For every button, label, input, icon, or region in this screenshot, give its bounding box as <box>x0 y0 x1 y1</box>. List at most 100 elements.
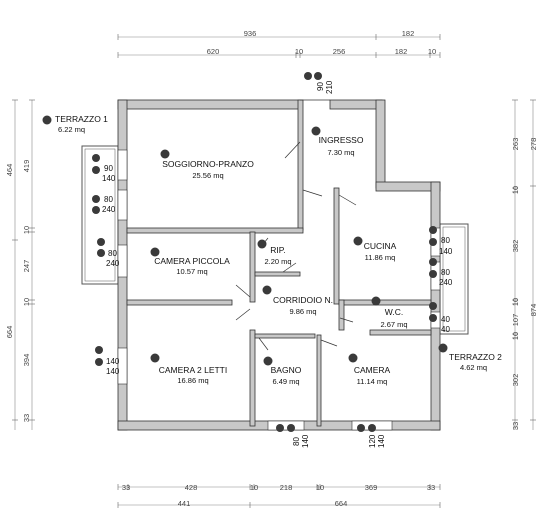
marker-window <box>287 424 295 432</box>
window-label-cucina-2-h: 240 <box>439 278 453 287</box>
marker-window <box>304 72 312 80</box>
dim-right-inner-3: 382 <box>511 240 520 253</box>
room-area-camera: 11.14 mq <box>357 377 388 386</box>
marker-window <box>92 195 100 203</box>
room-name-cucina: CUCINA <box>364 241 397 251</box>
dim-left-inner-6: 33 <box>22 414 31 422</box>
marker-ingresso <box>311 126 321 136</box>
marker-window <box>92 154 100 162</box>
dim-right-inner-4: 10 <box>511 298 520 306</box>
marker-window <box>92 206 100 214</box>
window-label-soggiorno-2-w: 80 <box>104 195 113 204</box>
dim-bottom-seg-3: 10 <box>250 483 258 492</box>
dim-bottom-total-2: 664 <box>335 499 348 508</box>
marker-window <box>429 302 437 310</box>
room-name-soggiorno: SOGGIORNO-PRANZO <box>162 159 254 169</box>
window-label-wc-w: 40 <box>441 315 450 324</box>
window-label-cucina-1-h: 140 <box>439 247 453 256</box>
room-area-terrazzo-1: 6.22 mq <box>58 125 85 134</box>
room-area-ripostiglio: 2.20 mq <box>264 257 291 266</box>
marker-window <box>95 346 103 354</box>
room-area-bagno: 6.49 mq <box>272 377 299 386</box>
dim-left-inner-1: 419 <box>22 160 31 173</box>
dim-left-outer-2: 664 <box>5 326 14 339</box>
dim-right-outer-1: 278 <box>529 138 538 151</box>
balconies <box>81 145 469 335</box>
window-label-camera-2-letti-h: 140 <box>106 367 120 376</box>
room-area-cucina: 11.86 mq <box>365 253 396 262</box>
dim-bottom-seg-6: 369 <box>365 483 378 492</box>
dim-bottom-seg-7: 33 <box>427 483 435 492</box>
dimension-labels: 936 182 620 10 256 182 10 33 428 10 218 … <box>5 29 538 508</box>
window-label-wc-h: 40 <box>441 325 450 334</box>
dim-left-inner-5: 394 <box>22 354 31 367</box>
marker-camera-piccola <box>150 247 160 257</box>
marker-window <box>368 424 376 432</box>
window-label-cucina-2-w: 80 <box>441 268 450 277</box>
dim-bottom-seg-2: 428 <box>185 483 198 492</box>
window-label-entry-h: 210 <box>325 80 334 94</box>
window-label-soggiorno-1-h: 140 <box>102 174 116 183</box>
window-label-camera-w: 120 <box>368 434 377 448</box>
dim-bottom-seg-5: 10 <box>316 483 324 492</box>
marker-window <box>429 314 437 322</box>
dim-left-outer-1: 464 <box>5 164 14 177</box>
marker-terrazzo-2 <box>438 343 448 353</box>
room-name-camera-piccola: CAMERA PICCOLA <box>154 256 230 266</box>
marker-window <box>97 249 105 257</box>
marker-window <box>429 238 437 246</box>
dim-right-inner-6: 10 <box>511 332 520 340</box>
room-name-wc: W.C. <box>385 307 403 317</box>
marker-terrazzo-1 <box>42 115 52 125</box>
marker-window <box>97 238 105 246</box>
dim-left-inner-3: 247 <box>22 260 31 273</box>
dim-top-seg-1: 620 <box>207 47 220 56</box>
room-name-corridoio: CORRIDOIO N. <box>273 295 333 305</box>
window-label-bagno-h: 140 <box>301 434 310 448</box>
marker-window <box>429 270 437 278</box>
marker-camera <box>348 353 358 363</box>
window-label-camera-h: 140 <box>377 434 386 448</box>
room-name-camera-2-letti: CAMERA 2 LETTI <box>159 365 228 375</box>
marker-ripostiglio <box>257 239 267 249</box>
dim-bottom-seg-1: 33 <box>122 483 130 492</box>
room-area-soggiorno: 25.56 mq <box>192 171 223 180</box>
room-name-camera: CAMERA <box>354 365 391 375</box>
dim-left-inner-2: 10 <box>22 226 31 234</box>
dim-top-right: 182 <box>402 29 415 38</box>
window-label-entry-w: 90 <box>316 82 325 91</box>
room-area-wc: 2.67 mq <box>380 320 407 329</box>
marker-cucina <box>353 236 363 246</box>
window-openings <box>117 149 441 431</box>
marker-window <box>429 226 437 234</box>
room-area-camera-piccola: 10.57 mq <box>176 267 207 276</box>
dim-top-seg-2: 10 <box>295 47 303 56</box>
room-area-ingresso: 7.30 mq <box>327 148 354 157</box>
room-name-ingresso: INGRESSO <box>319 135 364 145</box>
dim-top-seg-4: 182 <box>395 47 408 56</box>
dim-top-seg-3: 256 <box>333 47 346 56</box>
marker-window <box>92 166 100 174</box>
room-area-corridoio: 9.86 mq <box>289 307 316 316</box>
marker-wc <box>371 296 381 306</box>
window-label-bagno-w: 80 <box>292 437 301 446</box>
dim-top-seg-5: 10 <box>428 47 436 56</box>
room-area-terrazzo-2: 4.62 mq <box>460 363 487 372</box>
dim-right-inner-7: 302 <box>511 374 520 387</box>
window-label-camera-piccola-h: 240 <box>106 259 120 268</box>
room-name-ripostiglio: RIP. <box>270 245 285 255</box>
marker-corridoio <box>262 285 272 295</box>
dim-left-inner-4: 10 <box>22 298 31 306</box>
dim-bottom-total-1: 441 <box>178 499 191 508</box>
window-label-cucina-1-w: 80 <box>441 236 450 245</box>
window-label-camera-piccola-w: 80 <box>108 249 117 258</box>
marker-window <box>95 358 103 366</box>
dim-top-total: 936 <box>244 29 257 38</box>
dim-right-inner-2: 10 <box>511 186 520 194</box>
room-area-camera-2-letti: 16.86 mq <box>177 376 208 385</box>
marker-camera-2-letti <box>150 353 160 363</box>
marker-window <box>357 424 365 432</box>
marker-soggiorno <box>160 149 170 159</box>
room-labels: TERRAZZO 1 6.22 mq SOGGIORNO-PRANZO 25.5… <box>55 114 502 386</box>
